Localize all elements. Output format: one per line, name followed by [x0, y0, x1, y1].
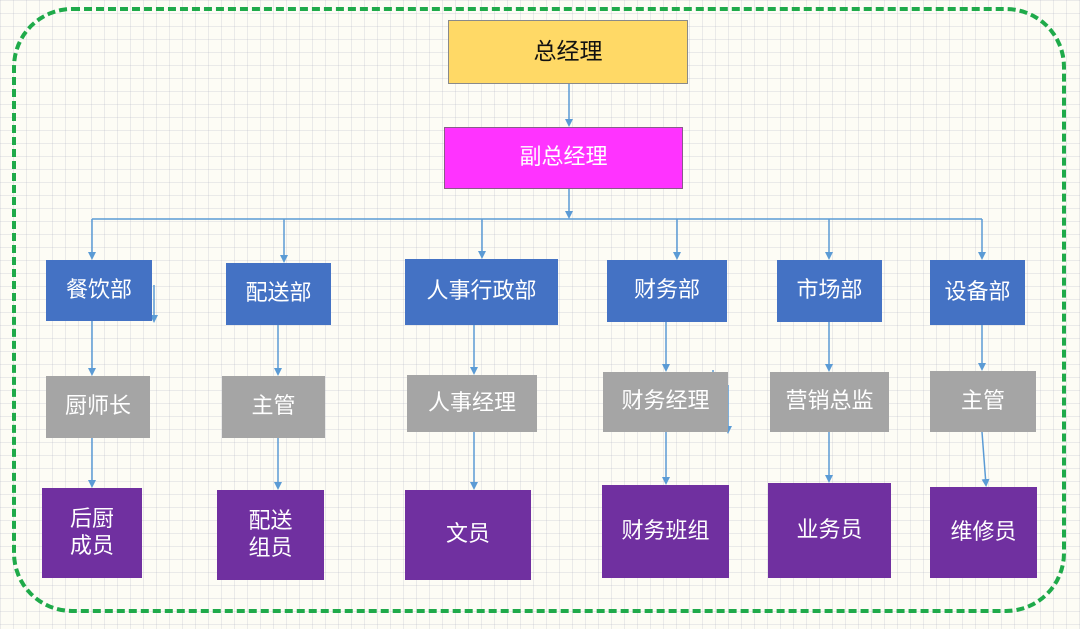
staff-box: 业务员: [768, 483, 891, 578]
manager-box: 财务经理: [603, 372, 728, 432]
dashed-frame: [12, 7, 1066, 613]
manager-box: 主管: [222, 376, 325, 438]
department-box: 餐饮部: [46, 260, 152, 321]
staff-box: 配送 组员: [217, 490, 324, 580]
link-mgr-staff-6: [981, 431, 990, 487]
department-box: 人事行政部: [405, 259, 558, 325]
manager-box: 营销总监: [770, 372, 889, 432]
staff-box: 财务班组: [602, 485, 729, 578]
staff-box: 维修员: [930, 487, 1037, 578]
manager-box: 主管: [930, 371, 1036, 432]
staff-box: 文员: [405, 490, 531, 580]
deputy-manager-box: 副总经理: [444, 127, 683, 189]
staff-box: 后厨 成员: [42, 488, 142, 578]
department-box: 设备部: [930, 260, 1025, 325]
department-box: 市场部: [777, 260, 882, 322]
general-manager-box: 总经理: [448, 20, 688, 84]
department-box: 配送部: [226, 263, 331, 325]
manager-box: 厨师长: [46, 376, 150, 438]
manager-box: 人事经理: [407, 375, 537, 432]
department-box: 财务部: [607, 260, 727, 322]
